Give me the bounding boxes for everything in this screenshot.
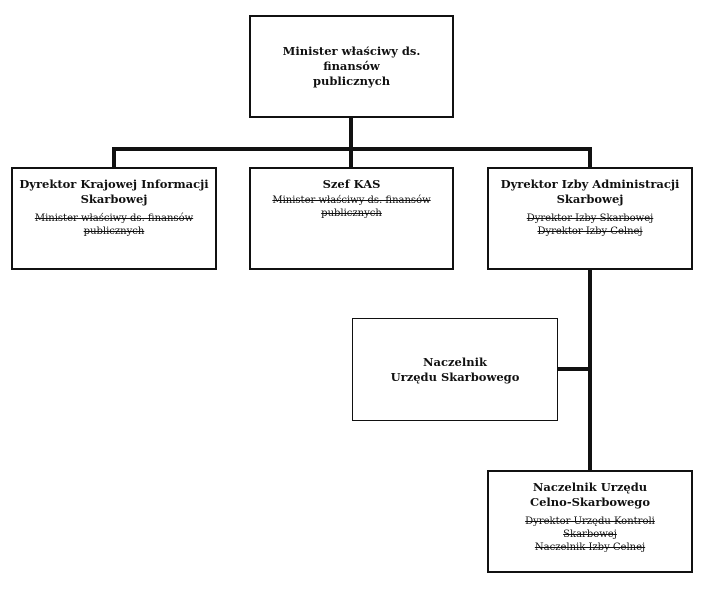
- szef-kas-previous: Minister właściwy ds. finansów publiczny…: [272, 195, 431, 219]
- dyrektor-kis-title: Dyrektor Krajowej Informacji Skarbowej: [19, 177, 209, 206]
- connector-minister-down: [349, 117, 353, 149]
- connector-to-kas: [349, 147, 353, 169]
- dyrektor-ias-box: Dyrektor Izby Administracji Skarbowej Dy…: [487, 167, 693, 270]
- szef-kas-box: Szef KAS Minister właściwy ds. finansów …: [249, 167, 454, 270]
- naczelnik-ucs-previous: Dyrektor Urzędu Kontroli Skarbowej Nacze…: [525, 516, 655, 553]
- connector-to-us: [556, 367, 590, 371]
- dyrektor-kis-box: Dyrektor Krajowej Informacji Skarbowej M…: [11, 167, 217, 270]
- connector-to-ias: [588, 147, 592, 169]
- dyrektor-kis-previous: Minister właściwy ds. finansów publiczny…: [34, 213, 194, 237]
- minister-box: Minister właściwy ds. finansów publiczny…: [249, 15, 454, 118]
- connector-to-kis: [112, 147, 116, 169]
- dyrektor-ias-previous: Dyrektor Izby Skarbowej Dyrektor Izby Ce…: [526, 213, 654, 237]
- naczelnik-ucs-box: Naczelnik Urzędu Celno-Skarbowego Dyrekt…: [487, 470, 693, 573]
- szef-kas-title: Szef KAS: [322, 177, 381, 191]
- dyrektor-ias-title: Dyrektor Izby Administracji Skarbowej: [500, 177, 680, 206]
- connector-ias-down: [588, 268, 592, 472]
- naczelnik-ucs-title: Naczelnik Urzędu Celno-Skarbowego: [529, 480, 651, 509]
- minister-title: Minister właściwy ds. finansów publiczny…: [282, 44, 421, 88]
- naczelnik-us-box: Naczelnik Urzędu Skarbowego: [352, 318, 558, 421]
- naczelnik-us-title: Naczelnik Urzędu Skarbowego: [390, 354, 520, 384]
